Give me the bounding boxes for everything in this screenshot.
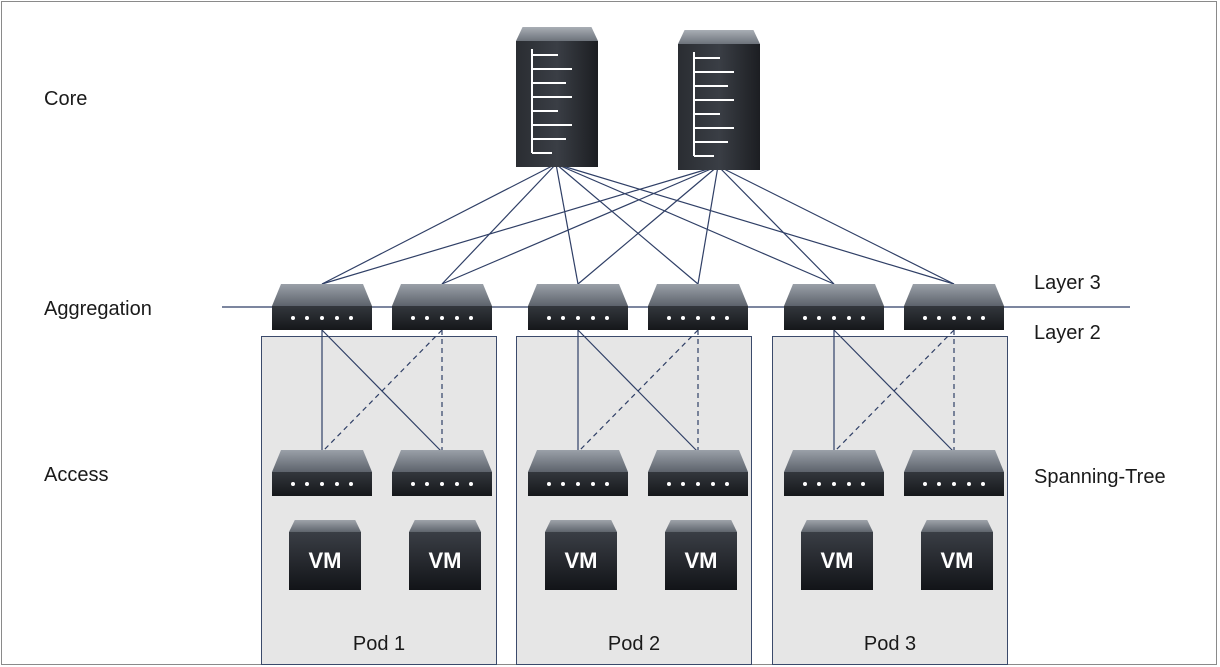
vm-label: VM: [665, 532, 737, 590]
access-switch-icon: [904, 450, 1004, 496]
aggregation-switch-icon: [648, 284, 748, 330]
blocked-link: [577, 329, 699, 453]
core-link: [441, 163, 557, 285]
access-switch-icon: [648, 450, 748, 496]
vm-label: VM: [409, 532, 481, 590]
pod2-links: [577, 329, 699, 453]
core-link: [555, 163, 955, 285]
tier-label-aggregation: Aggregation: [44, 298, 152, 320]
core-link: [717, 165, 955, 285]
tier-label-access: Access: [44, 464, 109, 486]
aggregation-switch-icon: [528, 284, 628, 330]
blocked-link: [321, 329, 443, 453]
core-uplinks: [321, 163, 955, 285]
aggregation-switch-icon: [272, 284, 372, 330]
pod-label: Pod 2: [607, 633, 661, 655]
core-link: [555, 163, 699, 285]
core-link: [697, 165, 719, 285]
access-switch-icon: [784, 450, 884, 496]
vm-label: VM: [545, 532, 617, 590]
core-link: [441, 165, 719, 285]
aggregation-switch-icon: [904, 284, 1004, 330]
core-link: [321, 165, 719, 285]
pod1-links: [321, 329, 443, 453]
layer3-label: Layer 3: [1034, 272, 1101, 294]
vm-label: VM: [289, 532, 361, 590]
pod-1: Pod 1: [261, 336, 497, 665]
vm-icon: VM: [801, 520, 873, 590]
core-link: [555, 163, 835, 285]
pod3-links: [833, 329, 955, 453]
pod-3: Pod 3: [772, 336, 1008, 665]
blocked-link: [833, 329, 955, 453]
vm-icon: VM: [665, 520, 737, 590]
core-switch-icon: [516, 27, 598, 167]
pod-2: Pod 2: [516, 336, 752, 665]
core-link: [717, 165, 835, 285]
vm-label: VM: [801, 532, 873, 590]
vm-icon: VM: [921, 520, 993, 590]
layer2-label: Layer 2: [1034, 322, 1101, 344]
core-switch-icon: [678, 30, 760, 170]
vm-icon: VM: [409, 520, 481, 590]
core-link: [577, 165, 719, 285]
spanning-tree-label: Spanning-Tree: [1034, 466, 1166, 488]
pod-label: Pod 1: [352, 633, 406, 655]
aggregation-switch-icon: [392, 284, 492, 330]
pod-label: Pod 3: [863, 633, 917, 655]
access-switch-icon: [528, 450, 628, 496]
vm-icon: VM: [289, 520, 361, 590]
access-switch-icon: [392, 450, 492, 496]
aggregation-switch-icon: [784, 284, 884, 330]
core-link: [321, 163, 557, 285]
access-switch-icon: [272, 450, 372, 496]
vm-icon: VM: [545, 520, 617, 590]
vm-label: VM: [921, 532, 993, 590]
core-link: [555, 163, 579, 285]
tier-label-core: Core: [44, 88, 88, 110]
